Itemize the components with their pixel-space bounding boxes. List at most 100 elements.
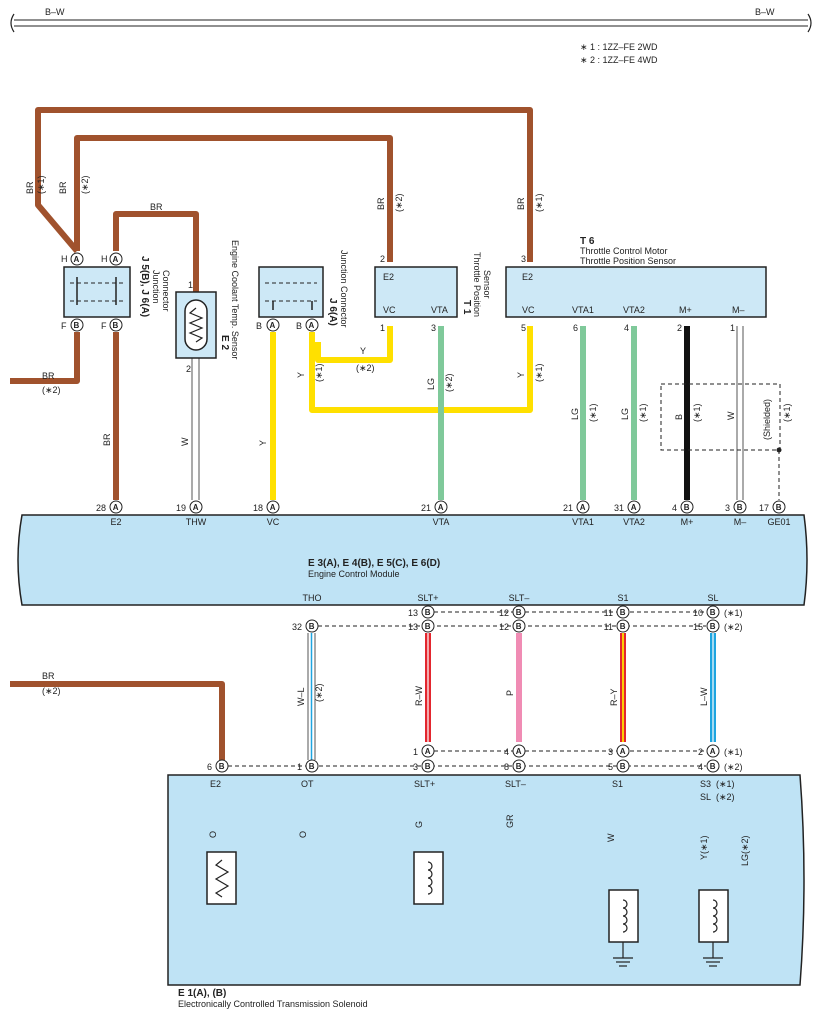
ecm-bot-pin-r2-1: 13 [408, 622, 418, 632]
ecm-bot-pin-r2-2: 12 [499, 622, 509, 632]
wire-br-left [10, 332, 80, 384]
j5-sub2: Connector [161, 270, 171, 312]
ecm-top-pin-8: B [772, 500, 786, 514]
ecm-top-pin-1: A [189, 500, 203, 514]
j5-pin-f2: F [101, 321, 107, 331]
ecm-top-pin-5-letter: A [631, 503, 637, 512]
svg-text:B: B [256, 321, 262, 331]
ecm-bot-pin-r2-circle-1-letter: B [425, 622, 431, 631]
ecm-bot-pin-r1-circle-2-letter: B [516, 608, 522, 617]
e1-pin-name-0: E2 [210, 779, 221, 789]
shield-box [660, 383, 781, 451]
ecm-bot-pin-r2-circle-0-letter: B [309, 622, 315, 631]
ecm-bot-pin-name-1: SLT+ [417, 593, 438, 603]
e1-r1-num-0: 1 [413, 747, 418, 757]
lbl-lw: L–W [699, 687, 709, 706]
note-2: ∗ 2 : 1ZZ–FE 4WD [580, 55, 658, 65]
lbl-v1-a: (∗1) [36, 175, 46, 194]
ecm-bot-pin-r2-circle-2-letter: B [516, 622, 522, 631]
pin-j6-b2: A [305, 318, 319, 332]
j5-pin-h2: H [101, 254, 108, 264]
lbl-p: P [505, 690, 515, 696]
wire-br-e2 [113, 211, 199, 292]
e1-r1-pin-0-letter: A [425, 747, 431, 756]
e1-r2-pin-4-letter: B [620, 762, 626, 771]
ecm-top-pin-name-8: GE01 [767, 517, 790, 527]
j6-sub: Junction Connector [339, 250, 349, 328]
ecm-top-pin-num-2: 18 [253, 503, 263, 513]
e2-pin2: 2 [186, 364, 191, 374]
lbl-y-vc: Y [258, 440, 268, 446]
ecm-bot-pin-r1-3: 11 [604, 608, 613, 618]
wire-y-t1 [315, 326, 393, 363]
t1-n1: 1 [380, 323, 385, 333]
t6-pin-vta1: VTA1 [572, 305, 594, 315]
t6-pin-mplus: M+ [679, 305, 692, 315]
ground-icon [613, 942, 723, 967]
e1-r2-pin-2-letter: B [425, 762, 431, 771]
lbl-v1-h: (∗1) [782, 403, 792, 422]
ecm-top-pin-3: A [434, 500, 448, 514]
lbl-v2-e: (∗2) [444, 373, 454, 392]
e1-r2-pin-3: B [512, 759, 526, 773]
lbl-lg2: LG(∗2) [740, 835, 750, 866]
e1-r1-pin-0: A [421, 744, 435, 758]
e1-s3-tag: (∗1) [716, 779, 735, 789]
ecm-bot-pin-r1-1: 13 [408, 608, 418, 618]
ecm-bot-pin-name-3: S1 [617, 593, 628, 603]
ecm-bot-pin-r2-circle-4: B [706, 619, 720, 633]
pin-j5-f2: B [109, 318, 123, 332]
lbl-v1-c: (∗1) [534, 193, 544, 212]
t1-pin-vta: VTA [431, 305, 448, 315]
svg-text:B: B [296, 321, 302, 331]
lbl-g: G [414, 821, 424, 828]
ecm-top-pin-3-letter: A [438, 503, 444, 512]
e1-r1-pin-1-letter: A [516, 747, 522, 756]
lbl-br-t1: BR [376, 197, 386, 210]
lbl-v2-c: (∗2) [356, 363, 375, 373]
svg-text:A: A [74, 255, 80, 264]
ecm-bot-pin-r1-circle-2: B [512, 605, 526, 619]
ecm-bot-pin-r1-circle-4-letter: B [710, 608, 716, 617]
lbl-v2-d: (∗2) [394, 193, 404, 212]
ecm-bot-pin-r1-circle-1: B [421, 605, 435, 619]
e2-sub: Engine Coolant Temp. Sensor [230, 240, 240, 359]
t1-sub2: Sensor [482, 270, 492, 299]
e1-r2-num-1: 1 [297, 762, 302, 772]
pin-j6-b1: A [266, 318, 280, 332]
lbl-w-s1: W [606, 833, 616, 842]
t6-n1: 1 [730, 323, 735, 333]
ecm-bot-pin-name-4: SL [707, 593, 718, 603]
t6-sub1: Throttle Control Motor [580, 246, 668, 256]
lbl-v2-b: (∗2) [42, 385, 61, 395]
ecm-bot-pin-r1-circle-1-letter: B [425, 608, 431, 617]
bus-label-right: B–W [755, 7, 775, 17]
e1-r2-num-4: 5 [608, 762, 613, 772]
ecm-top-pin-8-letter: B [776, 503, 782, 512]
lbl-br-e1: BR [42, 671, 55, 681]
lbl-o-1: O [208, 831, 218, 838]
ecm-top-pin-num-8: 17 [759, 503, 769, 513]
ecm-bot-pin-name-0: THO [303, 593, 322, 603]
lbl-b-mplus: B [674, 414, 684, 420]
ecm-top-pin-name-2: VC [267, 517, 280, 527]
ecm-top-pin-2-letter: A [270, 503, 276, 512]
ecm-top-pin-1-letter: A [193, 503, 199, 512]
e1-r2-num-0: 6 [207, 762, 212, 772]
e1-r2-pin-1-letter: B [309, 762, 315, 771]
e1-pin-name-3: SLT– [505, 779, 526, 789]
lbl-wl: W–L [296, 687, 306, 706]
lbl-v1-e: (∗1) [588, 403, 598, 422]
e1-r1-pin-1: A [512, 744, 526, 758]
pin-circles: A A B B A A [70, 252, 319, 332]
top-bus: B–W B–W [10, 7, 812, 33]
ecm-top-pin-num-6: 4 [672, 503, 677, 513]
e1-r2-num-2: 3 [413, 762, 418, 772]
j6-title: J 6(A) [327, 298, 338, 326]
ecm-title: E 3(A), E 4(B), E 5(C), E 6(D) [308, 558, 440, 569]
ecm-top-pin-7-letter: B [737, 503, 743, 512]
t1-pin-e2: E2 [383, 272, 394, 282]
e1-r1-num-1: 4 [504, 747, 509, 757]
